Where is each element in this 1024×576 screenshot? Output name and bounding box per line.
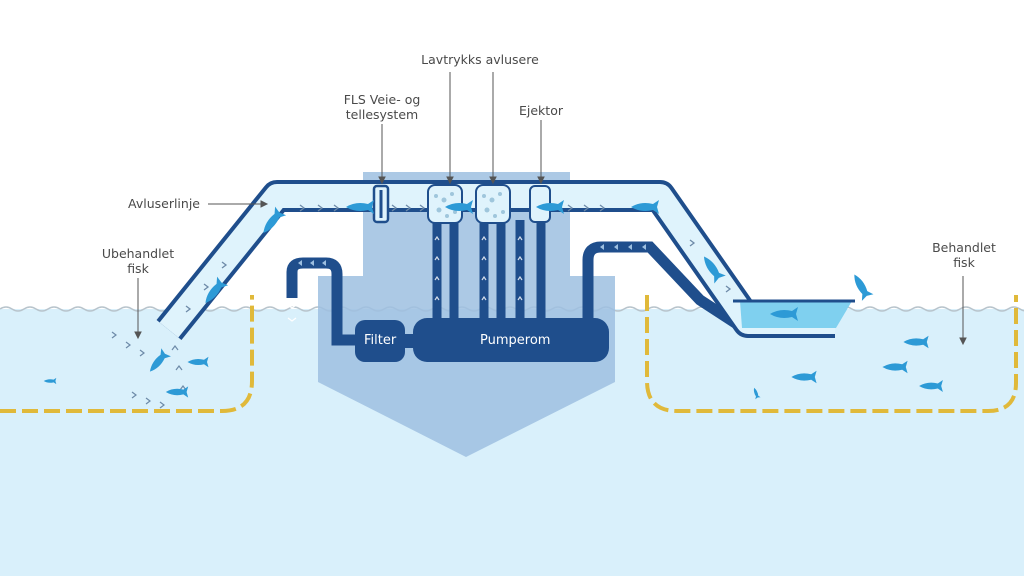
weighing-counting-system bbox=[372, 184, 390, 224]
label-untreated-fish-line2: fisk bbox=[127, 261, 149, 276]
label-untreated-fish-line1: Ubehandlet bbox=[101, 246, 175, 261]
label-treated-fish-line2: fisk bbox=[953, 255, 975, 270]
label-weighing-counting-line1: FLS Veie- og bbox=[343, 92, 421, 107]
low-pressure-delousers bbox=[427, 184, 511, 224]
label-pump-room: Pumperom bbox=[480, 333, 551, 348]
pipe-flow-chevrons bbox=[434, 235, 523, 301]
pump-room bbox=[413, 318, 609, 362]
label-weighing-counting: FLS Veie- og tellesystem bbox=[330, 92, 434, 122]
label-ejector: Ejektor bbox=[519, 103, 563, 118]
label-low-pressure-delousers: Lavtrykks avlusere bbox=[421, 52, 539, 67]
chevron-right-icon bbox=[185, 204, 732, 313]
label-treated-fish-line1: Behandlet bbox=[932, 240, 996, 255]
intake-chevrons bbox=[111, 331, 187, 409]
callout-lines bbox=[134, 72, 967, 346]
label-weighing-counting-line2: tellesystem bbox=[345, 107, 419, 122]
intake-flow-chevrons bbox=[287, 304, 297, 322]
label-filter: Filter bbox=[364, 333, 397, 348]
label-untreated-fish: Ubehandlet fisk bbox=[95, 246, 181, 276]
filter-unit bbox=[355, 320, 405, 362]
treated-net-pen bbox=[645, 295, 1018, 413]
vertical-pipes bbox=[432, 220, 546, 322]
outlet-pipe bbox=[582, 241, 743, 331]
label-treated-fish: Behandlet fisk bbox=[922, 240, 1006, 270]
untreated-net-pen bbox=[0, 295, 254, 413]
label-delousing-line: Avluserlinje bbox=[128, 196, 200, 211]
